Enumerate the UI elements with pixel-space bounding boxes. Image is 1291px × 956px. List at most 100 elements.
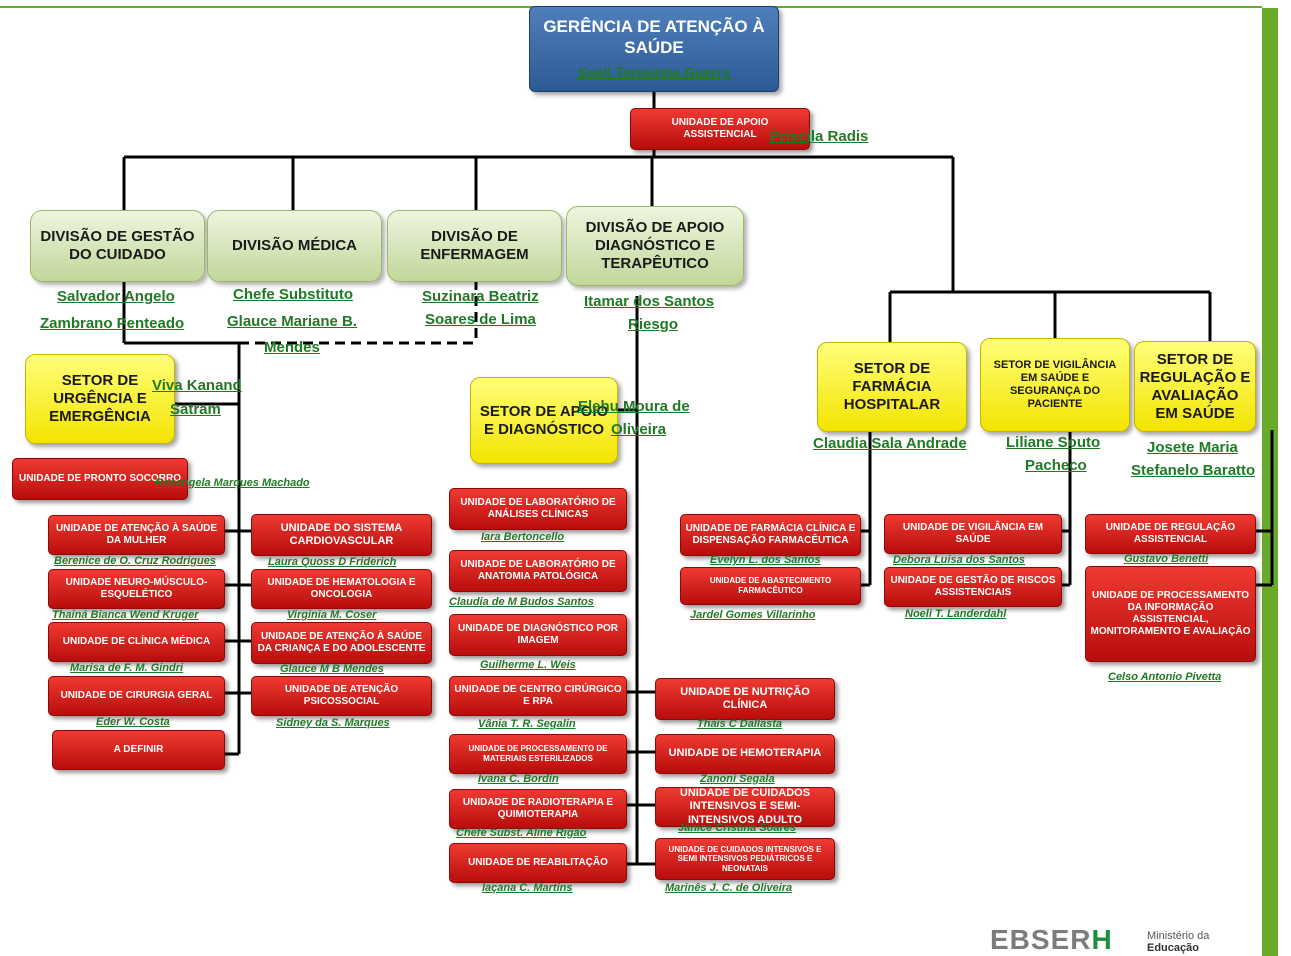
unit-cirurgia-geral-person[interactable]: Eder W. Costa bbox=[96, 716, 170, 728]
unit-pronto-socorro-label: UNIDADE DE PRONTO SOCORRO bbox=[18, 473, 182, 484]
unit-lab-analises-person[interactable]: Iara Bertoncello bbox=[481, 531, 565, 543]
unit-regulacao-assistencial-person[interactable]: Gustavo Benetti bbox=[1124, 553, 1209, 565]
unit-lab-patologica: UNIDADE DE LABORATÓRIO DE ANATOMIA PATOL… bbox=[449, 550, 627, 592]
unit-cirurgia-geral-label: UNIDADE DE CIRURGIA GERAL bbox=[60, 690, 213, 701]
division-gestao-cuidado-person-2[interactable]: Zambrano Penteado bbox=[40, 315, 185, 332]
sector-farmacia-label: SETOR DE FARMÁCIA HOSPITALAR bbox=[843, 360, 941, 413]
sector-apoio-diagnostico-person[interactable]: Elehu Moura de bbox=[578, 398, 690, 415]
division-medica: DIVISÃO MÉDICA bbox=[207, 210, 382, 282]
division-apoio-diagnostico-person-2[interactable]: Riesgo bbox=[628, 316, 679, 333]
sector-urgencia-person[interactable]: Viva Kanand bbox=[152, 377, 242, 394]
sector-apoio-diagnostico-label: SETOR DE APOIO E DIAGNÓSTICO bbox=[479, 402, 609, 438]
unit-psicossocial-label: UNIDADE DE ATENÇÃO PSICOSSOCIAL bbox=[284, 684, 399, 707]
unit-gestao-riscos-person[interactable]: Noeli T. Landerdahl bbox=[905, 608, 1007, 620]
unit-radioterapia-person[interactable]: Chefe Subst. Aline Rigão bbox=[456, 827, 587, 839]
unit-radioterapia-label: UNIDADE DE RADIOTERAPIA E QUIMIOTERAPIA bbox=[462, 797, 614, 820]
division-enfermagem-person[interactable]: Suzinara Beatriz bbox=[422, 288, 539, 305]
unit-reabilitacao: UNIDADE DE REABILITAÇÃO bbox=[449, 843, 627, 883]
unit-uti-neonatal-person[interactable]: Marinês J. C. de Oliveira bbox=[665, 882, 793, 894]
unit-saude-crianca-person[interactable]: Glauce M B Mendes bbox=[280, 663, 384, 675]
unit-abastecimento-person[interactable]: Jardel Gomes Villarinho bbox=[690, 609, 816, 621]
unit-a-definir-label: A DEFINIR bbox=[113, 744, 164, 755]
apoio-assistencial-label: UNIDADE DE APOIO ASSISTENCIAL bbox=[671, 117, 769, 140]
unit-uti-adulto-person[interactable]: Janice Cristina Soares bbox=[678, 822, 797, 834]
sector-vigilancia-person[interactable]: Liliane Souto bbox=[1006, 434, 1101, 451]
unit-saude-crianca: UNIDADE DE ATENÇÃO À SAÚDE DA CRIANÇA E … bbox=[251, 622, 432, 664]
unit-materiais-esterilizados-person[interactable]: Ivana C. Bordin bbox=[478, 773, 559, 785]
unit-cardiovascular-person[interactable]: Laura Quoss D Friderich bbox=[268, 556, 397, 568]
unit-hematologia-label: UNIDADE DE HEMATOLOGIA E ONCOLOGIA bbox=[267, 577, 416, 600]
division-gestao-cuidado-person[interactable]: Salvador Angelo bbox=[57, 288, 175, 305]
division-enfermagem-label: DIVISÃO DE ENFERMAGEM bbox=[420, 228, 529, 263]
sector-vigilancia-person-2[interactable]: Pacheco bbox=[1025, 457, 1087, 474]
unit-reabilitacao-person[interactable]: Iaçana C. Martins bbox=[482, 882, 573, 894]
sector-regulacao-person-2[interactable]: Stefanelo Baratto bbox=[1131, 462, 1256, 479]
unit-saude-mulher-person[interactable]: Berenice de O. Cruz Rodrigues bbox=[54, 555, 216, 567]
division-medica-person[interactable]: Chefe Substituto bbox=[233, 286, 353, 303]
unit-lab-patologica-person[interactable]: Claudia de M Budos Santos bbox=[449, 596, 594, 608]
sector-urgencia: SETOR DE URGÊNCIA E EMERGÊNCIA bbox=[25, 354, 175, 444]
unit-uti-neonatal: UNIDADE DE CUIDADOS INTENSIVOS E SEMI IN… bbox=[655, 838, 835, 880]
unit-farmacia-clinica-label: UNIDADE DE FARMÁCIA CLÍNICA E DISPENSAÇÃ… bbox=[685, 523, 856, 546]
division-medica-person-3[interactable]: Mendes bbox=[264, 339, 320, 356]
sector-vigilancia: SETOR DE VIGILÂNCIA EM SAÚDE E SEGURANÇA… bbox=[980, 338, 1130, 432]
sector-farmacia: SETOR DE FARMÁCIA HOSPITALAR bbox=[817, 342, 967, 432]
unit-pronto-socorro-person[interactable]: Rosangela Marques Machado bbox=[155, 477, 310, 489]
ministry-line-2: Educação bbox=[1147, 942, 1199, 955]
unit-centro-cirurgico-label: UNIDADE DE CENTRO CIRÚRGICO E RPA bbox=[454, 684, 622, 707]
unit-uti-adulto: UNIDADE DE CUIDADOS INTENSIVOS E SEMI-IN… bbox=[655, 787, 835, 827]
sector-urgencia-person-2[interactable]: Satram bbox=[170, 401, 221, 418]
sector-regulacao-person[interactable]: Josete Maria bbox=[1147, 439, 1238, 456]
unit-nutricao-person[interactable]: Thais C Dallasta bbox=[697, 718, 782, 730]
unit-psicossocial-person[interactable]: Sidney da S. Marques bbox=[276, 717, 390, 729]
sector-apoio-diagnostico: SETOR DE APOIO E DIAGNÓSTICO bbox=[470, 377, 618, 464]
unit-processamento-informacao-person[interactable]: Celso Antonio Pivetta bbox=[1108, 671, 1222, 683]
division-medica-person-2[interactable]: Glauce Mariane B. bbox=[227, 313, 358, 330]
sector-farmacia-person[interactable]: Claudia Sala Andrade bbox=[813, 435, 967, 452]
unit-diagnostico-imagem: UNIDADE DE DIAGNÓSTICO POR IMAGEM bbox=[449, 614, 627, 656]
unit-farmacia-clinica-person[interactable]: Evelyn L. dos Santos bbox=[710, 554, 821, 566]
unit-psicossocial: UNIDADE DE ATENÇÃO PSICOSSOCIAL bbox=[251, 676, 432, 716]
unit-abastecimento-label: UNIDADE DE ABASTECIMENTO FARMACÊUTICO bbox=[709, 576, 832, 595]
division-gestao-cuidado-label: DIVISÃO DE GESTÃO DO CUIDADO bbox=[40, 228, 195, 263]
division-apoio-diagnostico: DIVISÃO DE APOIO DIAGNÓSTICO E TERAPÊUTI… bbox=[566, 206, 744, 286]
right-accent-bar bbox=[1262, 8, 1278, 956]
unit-gestao-riscos-label: UNIDADE DE GESTÃO DE RISCOS ASSISTENCIAI… bbox=[890, 575, 1056, 598]
unit-saude-crianca-label: UNIDADE DE ATENÇÃO À SAÚDE DA CRIANÇA E … bbox=[257, 631, 426, 654]
unit-diagnostico-imagem-person[interactable]: Guilherme L. Weis bbox=[480, 659, 576, 671]
unit-gestao-riscos: UNIDADE DE GESTÃO DE RISCOS ASSISTENCIAI… bbox=[884, 567, 1062, 607]
unit-hematologia: UNIDADE DE HEMATOLOGIA E ONCOLOGIA bbox=[251, 569, 432, 609]
unit-centro-cirurgico-person[interactable]: Vânia T. R. Segalin bbox=[478, 718, 576, 730]
division-enfermagem: DIVISÃO DE ENFERMAGEM bbox=[387, 210, 562, 282]
unit-nutricao-label: UNIDADE DE NUTRIÇÃO CLÍNICA bbox=[680, 685, 810, 711]
sector-vigilancia-label: SETOR DE VIGILÂNCIA EM SAÚDE E SEGURANÇA… bbox=[993, 358, 1117, 411]
unit-hemoterapia-person[interactable]: Zanoni Segala bbox=[700, 773, 775, 785]
unit-clinica-medica-person[interactable]: Marisa de F. M. Gindri bbox=[70, 662, 184, 674]
ebserh-logo-accent: H bbox=[1091, 924, 1113, 955]
unit-pronto-socorro: UNIDADE DE PRONTO SOCORRO bbox=[12, 458, 188, 500]
gerencia-person[interactable]: Soeli Teresinha Guerra bbox=[577, 63, 731, 80]
unit-farmacia-clinica: UNIDADE DE FARMÁCIA CLÍNICA E DISPENSAÇÃ… bbox=[680, 514, 861, 556]
unit-vigilancia-saude-label: UNIDADE DE VIGILÂNCIA EM SAÚDE bbox=[902, 522, 1044, 545]
sector-apoio-diagnostico-person-2[interactable]: Oliveira bbox=[611, 421, 667, 438]
unit-saude-mulher-label: UNIDADE DE ATENÇÃO À SAÚDE DA MULHER bbox=[55, 523, 218, 546]
ministry-logo: Ministério da Educação bbox=[1147, 930, 1209, 954]
division-apoio-diagnostico-person[interactable]: Itamar dos Santos bbox=[584, 293, 715, 310]
unit-hematologia-person[interactable]: Virginia M. Coser bbox=[287, 609, 377, 621]
unit-reabilitacao-label: UNIDADE DE REABILITAÇÃO bbox=[468, 857, 608, 868]
unit-regulacao-assistencial: UNIDADE DE REGULAÇÃO ASSISTENCIAL bbox=[1085, 514, 1256, 554]
division-gestao-cuidado: DIVISÃO DE GESTÃO DO CUIDADO bbox=[30, 210, 205, 282]
unit-vigilancia-saude-person[interactable]: Debora Luisa dos Santos bbox=[893, 554, 1026, 566]
division-enfermagem-person-2[interactable]: Soares de Lima bbox=[425, 311, 536, 328]
unit-hemoterapia: UNIDADE DE HEMOTERAPIA bbox=[655, 734, 835, 774]
ebserh-logo: EBSERH bbox=[990, 924, 1113, 956]
unit-nutricao: UNIDADE DE NUTRIÇÃO CLÍNICA bbox=[655, 678, 835, 720]
unit-neuro-person[interactable]: Thainá Bianca Wend Kruger bbox=[52, 609, 199, 621]
apoio-assistencial-person[interactable]: Priscila Radis bbox=[770, 128, 869, 145]
unit-regulacao-assistencial-label: UNIDADE DE REGULAÇÃO ASSISTENCIAL bbox=[1105, 522, 1236, 545]
unit-hemoterapia-label: UNIDADE DE HEMOTERAPIA bbox=[668, 747, 822, 760]
unit-lab-patologica-label: UNIDADE DE LABORATÓRIO DE ANATOMIA PATOL… bbox=[460, 559, 616, 582]
unit-neuro: UNIDADE NEURO-MÚSCULO-ESQUELÉTICO bbox=[48, 569, 225, 609]
apoio-assistencial-unit: UNIDADE DE APOIO ASSISTENCIAL bbox=[630, 108, 810, 150]
